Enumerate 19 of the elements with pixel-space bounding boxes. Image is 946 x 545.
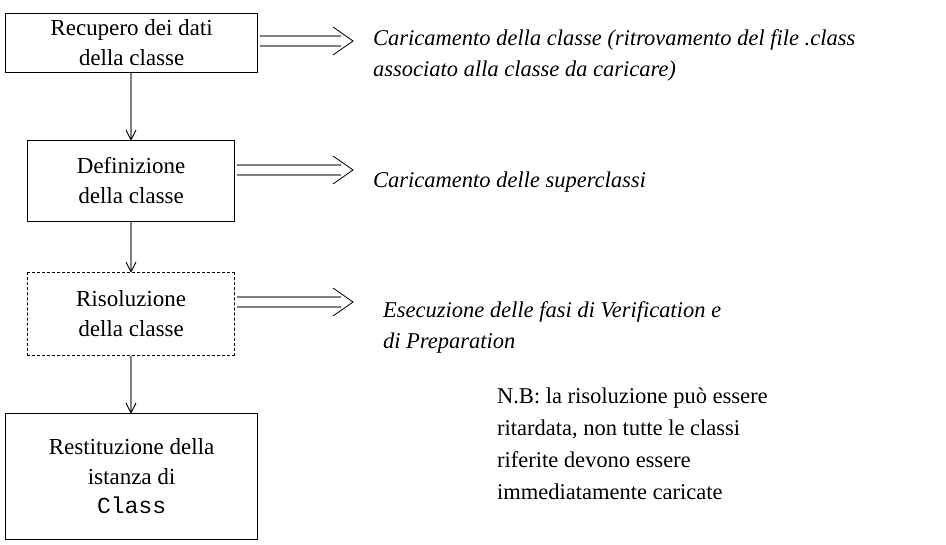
step-label: Restituzione della istanza di: [48, 432, 216, 490]
process-box: [5, 413, 258, 540]
double-arrow: [260, 26, 354, 56]
process-box: [5, 13, 258, 73]
step-label: Risoluzione della classe: [75, 285, 187, 343]
arrow: [126, 72, 136, 140]
arrow: [126, 356, 136, 414]
step-description: Esecuzione delle fasi di Verification e di Preparation: [383, 296, 722, 355]
arrow: [126, 222, 136, 272]
process-box: [27, 140, 235, 222]
note-text: N.B: la risoluzione può essere ritardata, non tutte le classi riferite devono essere immediatamente caricate: [497, 382, 769, 506]
double-arrow: [237, 156, 354, 184]
step-label: Class: [96, 492, 166, 522]
step-description: Caricamento della classe (ritrovamento del file .class associato alla classe da caricare): [373, 24, 856, 83]
step-label: Definizione della classe: [76, 152, 186, 210]
double-arrow: [237, 288, 354, 316]
process-box: [27, 272, 235, 356]
step-description: Caricamento delle superclassi: [373, 166, 646, 194]
step-label: Recupero dei dati della classe: [49, 14, 214, 72]
